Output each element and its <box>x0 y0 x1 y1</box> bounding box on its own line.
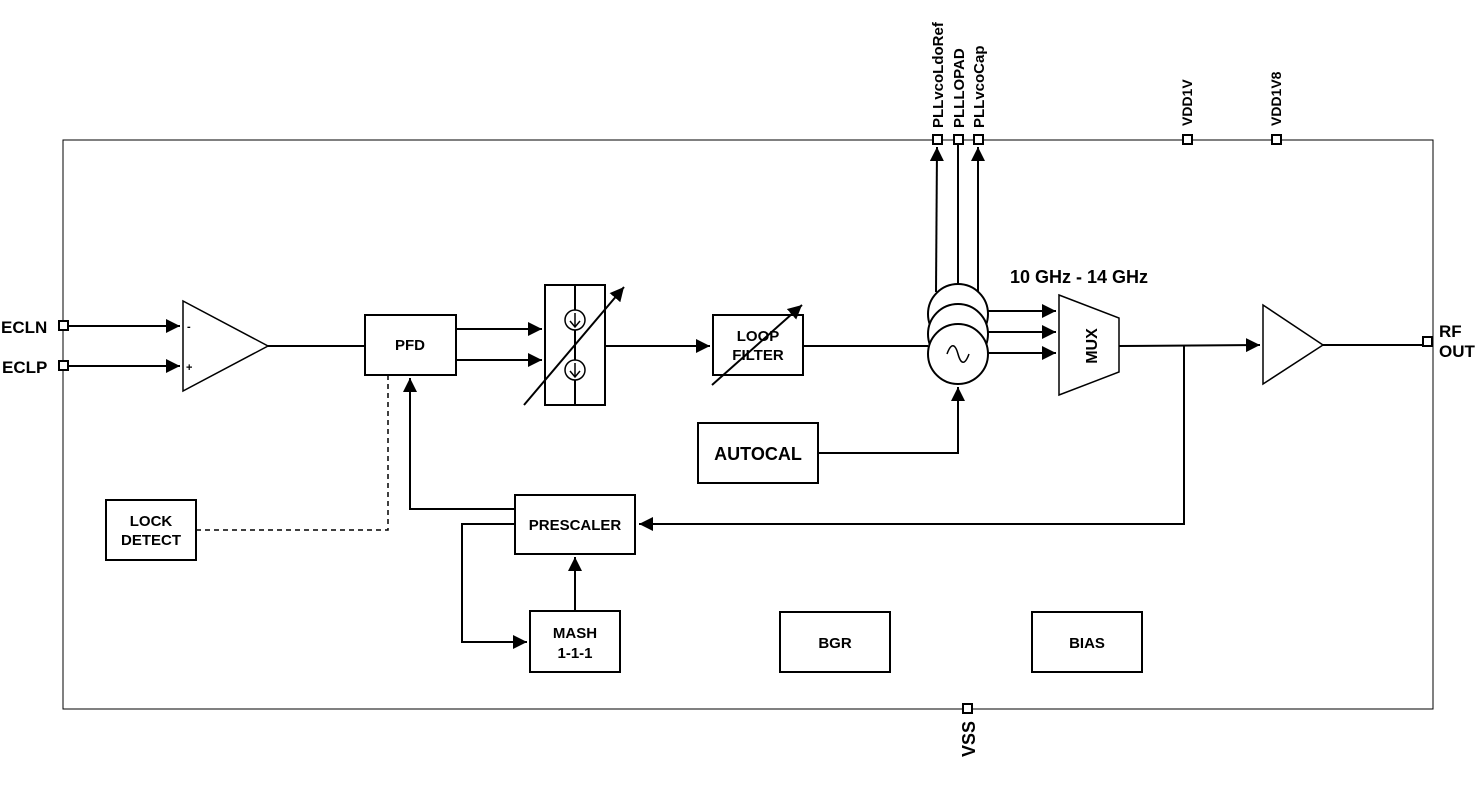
sine-wave-icon <box>946 345 970 363</box>
pin-eclp[interactable] <box>58 360 69 371</box>
current-source-icon <box>564 309 586 331</box>
loop-filter-label-1: LOOP <box>737 328 780 345</box>
mash-label-2: 1-1-1 <box>557 645 592 662</box>
bias-label: BIAS <box>1069 635 1105 652</box>
wire-vco-ldoref <box>929 146 944 293</box>
pin-rf-out-label-2: OUT <box>1439 342 1476 361</box>
pin-pll-vco-cap-label: PLLvcoCap <box>971 45 988 128</box>
pin-vdd1v-label: VDD1V <box>1179 79 1195 126</box>
input-comparator <box>182 299 270 393</box>
wire-mux-buffer <box>1118 338 1261 353</box>
bgr-label: BGR <box>818 635 852 652</box>
output-buffer <box>1262 303 1325 386</box>
comparator-plus-sign: + <box>186 362 192 374</box>
bgr-block <box>779 611 891 673</box>
loop-filter-tune-arrow <box>711 304 803 386</box>
vco-bank <box>927 283 989 385</box>
charge-pump-tune-arrow <box>523 286 625 406</box>
wire-prescaler-pfd <box>403 378 515 510</box>
pfd-block <box>364 314 457 376</box>
bias-block <box>1031 611 1143 673</box>
mash-label-1: MASH <box>553 625 597 642</box>
loop-filter-label-2: FILTER <box>732 347 784 364</box>
prescaler-label: PRESCALER <box>529 517 622 534</box>
pfd-label: PFD <box>395 337 425 354</box>
pin-rf-out[interactable] <box>1422 336 1433 347</box>
pin-eclp-label: ECLP <box>2 358 47 377</box>
pin-rf-out-label-1: RF <box>1439 322 1462 341</box>
wire-pfd-lockdetect-dashed <box>196 375 389 531</box>
mux-block <box>1058 293 1120 397</box>
current-source-icon <box>564 359 586 381</box>
frequency-range-label: 10 GHz - 14 GHz <box>1010 267 1148 287</box>
pin-vdd1v8-label: VDD1V8 <box>1268 71 1284 126</box>
pin-pll-lo-pad[interactable] <box>953 134 964 145</box>
pin-pll-lo-pad-label: PLLLOPAD <box>951 48 968 128</box>
pin-ecln[interactable] <box>58 320 69 331</box>
pin-pll-vco-ldo-ref-label: PLLvcoLdoRef <box>930 21 947 128</box>
lock-detect-label-2: DETECT <box>121 532 181 549</box>
pin-vss-label: VSS <box>959 721 979 757</box>
mash-block <box>529 610 621 673</box>
prescaler-block <box>514 494 636 555</box>
autocal-label: AUTOCAL <box>714 444 802 464</box>
pin-pll-vco-ldo-ref[interactable] <box>932 134 943 145</box>
wire-prescaler-mash <box>461 523 527 649</box>
autocal-block <box>697 422 819 484</box>
chip-boundary <box>62 139 1434 710</box>
lock-detect-block <box>105 499 197 561</box>
lock-detect-label-1: LOCK <box>130 513 173 530</box>
pin-vdd1v[interactable] <box>1182 134 1193 145</box>
pin-ecln-label: ECLN <box>1 318 47 337</box>
pin-pll-vco-cap[interactable] <box>973 134 984 145</box>
comparator-minus-sign: - <box>187 321 191 333</box>
pin-vss[interactable] <box>962 703 973 714</box>
pin-vdd1v8[interactable] <box>1271 134 1282 145</box>
wire-feedback-prescaler <box>639 345 1185 531</box>
wire-autocal-vco <box>818 387 965 454</box>
mux-label: MUX <box>1084 328 1101 364</box>
